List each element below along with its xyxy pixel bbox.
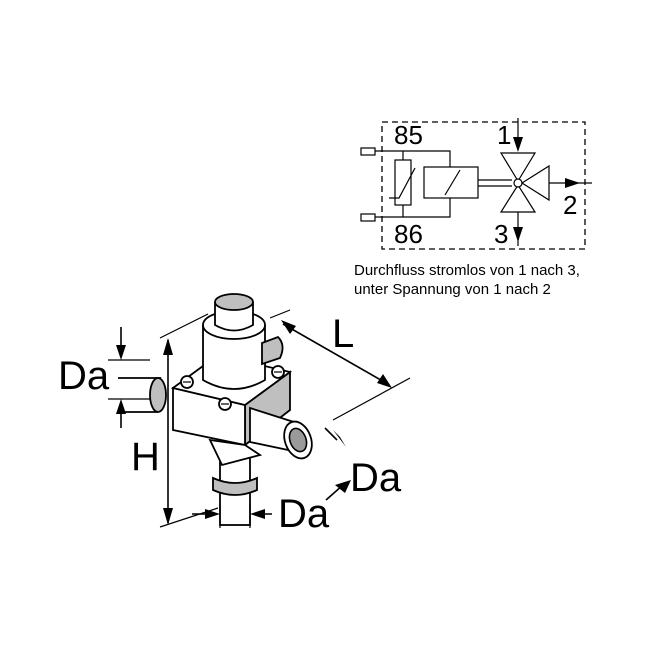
coil-slash bbox=[444, 169, 461, 196]
port-3-arrow-icon bbox=[513, 227, 523, 242]
h-top-arrow-icon bbox=[163, 338, 173, 355]
wire-85 bbox=[375, 150, 451, 167]
l-end-arrow-icon bbox=[377, 374, 392, 388]
port-2-label: 2 bbox=[563, 190, 577, 220]
da-right-top-line bbox=[324, 427, 338, 441]
valve-block-bottom bbox=[208, 438, 263, 467]
da-left-label: Da bbox=[58, 354, 110, 398]
valve-body-drawing bbox=[118, 293, 313, 526]
schematic-frame bbox=[381, 121, 586, 250]
flow-caption-line1: Durchfluss stromlos von 1 nach 3, bbox=[354, 262, 580, 279]
dimension-lines: Da H Da Da L bbox=[58, 309, 411, 536]
da-left-bottom-arrow-icon bbox=[116, 399, 126, 414]
port-1-label: 1 bbox=[497, 120, 511, 150]
da-right-label: Da bbox=[350, 456, 402, 500]
l-label: L bbox=[332, 312, 354, 356]
da-bottom-label: Da bbox=[278, 492, 330, 536]
port-3-label: 3 bbox=[494, 219, 508, 249]
terminal-86-connector bbox=[360, 213, 376, 222]
port-2-arrow-icon bbox=[565, 178, 580, 188]
valve-port-3-triangle bbox=[499, 183, 537, 213]
valve-port-1-triangle bbox=[499, 152, 537, 183]
da-left-top-arrow-icon bbox=[116, 345, 126, 360]
da-right-bottom-arrow-icon bbox=[335, 480, 351, 493]
da-bottom-right-arrow-icon bbox=[250, 509, 265, 519]
l-dimension-line bbox=[282, 323, 387, 384]
terminal-85-label: 85 bbox=[394, 120, 423, 150]
terminal-85-connector bbox=[360, 147, 376, 156]
solenoid-coil-symbol bbox=[423, 166, 479, 199]
terminal-86-label: 86 bbox=[394, 219, 423, 249]
l-ext-left bbox=[269, 309, 291, 319]
port-1-arrow-icon bbox=[513, 137, 523, 152]
solenoid-cap-top bbox=[214, 293, 254, 311]
valve-port-2-triangle bbox=[520, 164, 550, 202]
wire-86 bbox=[375, 198, 451, 218]
valve-center bbox=[513, 178, 523, 188]
l-start-arrow-icon bbox=[281, 320, 296, 334]
h-ext-top bbox=[159, 313, 209, 339]
varistor-symbol bbox=[394, 159, 412, 206]
da-right-top-arrow-icon bbox=[333, 430, 346, 447]
h-label: H bbox=[131, 435, 160, 479]
left-pipe-end bbox=[149, 377, 167, 413]
h-bottom-arrow-icon bbox=[163, 508, 173, 525]
wiring-schematic: 85 86 1 2 3 bbox=[360, 118, 592, 250]
varistor-slash bbox=[389, 167, 416, 199]
solenoid-body bbox=[202, 325, 266, 390]
da-bottom-left-arrow-icon bbox=[205, 509, 220, 519]
right-pipe-bore bbox=[288, 427, 308, 453]
electrical-connector bbox=[261, 335, 284, 366]
bottom-pipe-ring bbox=[212, 476, 258, 496]
flow-caption-line2: unter Spannung von 1 nach 2 bbox=[354, 281, 551, 298]
l-ext-right bbox=[332, 377, 411, 421]
